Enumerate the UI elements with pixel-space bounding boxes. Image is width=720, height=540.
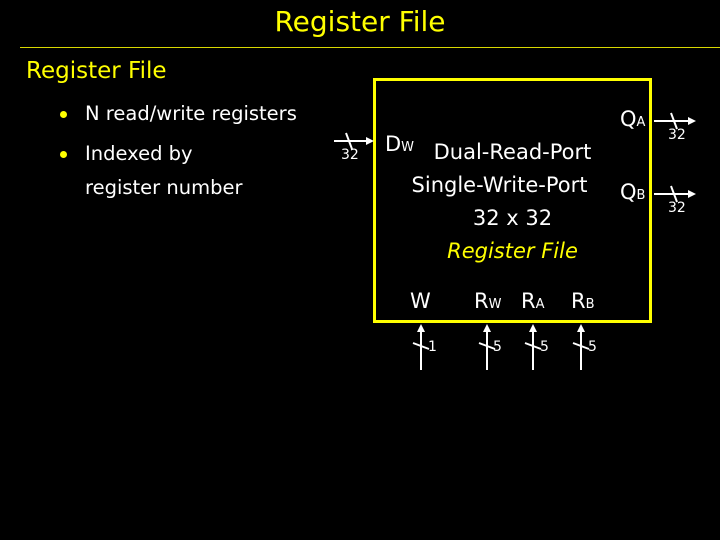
- rw-bus-width: 5: [493, 339, 502, 355]
- block-line-size: 32 x 32: [472, 206, 553, 230]
- bullet-text-3: register number: [85, 176, 243, 199]
- dw-bus-slash: [345, 132, 353, 150]
- dw-port-label: DW: [385, 134, 414, 155]
- qb-output-bus: [654, 185, 696, 203]
- w-port-main: W: [410, 289, 431, 313]
- w-port-label: W: [410, 291, 431, 312]
- ra-port-main: R: [521, 289, 536, 313]
- block-line-register-file: Register File: [447, 239, 578, 263]
- dw-port-main: D: [385, 132, 402, 156]
- block-line-dual-read-port: Dual-Read-Port: [433, 140, 592, 164]
- bullet-marker-1: [60, 111, 67, 118]
- rb-port-label: RB: [571, 291, 595, 312]
- title-divider: [20, 47, 720, 48]
- bullet-marker-2: [60, 151, 67, 158]
- qa-port-label: QA: [620, 109, 645, 130]
- rw-port-sub: W: [488, 297, 502, 312]
- rb-bus-slash: [572, 342, 590, 350]
- bullet-text-2: Indexed by: [85, 142, 193, 165]
- qb-bus-width: 32: [668, 200, 686, 216]
- rb-port-main: R: [571, 289, 586, 313]
- ra-bus-slash: [524, 342, 542, 350]
- rw-port-main: R: [474, 289, 489, 313]
- ra-input-bus: [524, 324, 542, 370]
- qb-port-label: QB: [620, 182, 645, 203]
- dw-port-sub: W: [401, 140, 415, 155]
- rw-bus-slash: [478, 342, 496, 350]
- qa-output-bus: [654, 112, 696, 130]
- w-bus-slash: [412, 342, 430, 350]
- rb-input-bus: [572, 324, 590, 370]
- slide-subtitle: Register File: [26, 58, 167, 84]
- dw-bus-width: 32: [341, 147, 359, 163]
- rw-input-bus: [478, 324, 496, 370]
- rw-port-label: RW: [474, 291, 501, 312]
- qa-port-sub: A: [636, 115, 646, 130]
- w-bus-width: 1: [428, 339, 437, 355]
- w-input-bus: [412, 324, 430, 370]
- block-line-single-write-port: Single-Write-Port: [411, 173, 588, 197]
- rb-bus-width: 5: [588, 339, 597, 355]
- dw-input-bus: [334, 132, 374, 150]
- qa-port-main: Q: [620, 107, 637, 131]
- ra-bus-width: 5: [540, 339, 549, 355]
- register-file-block: [373, 78, 652, 323]
- ra-port-label: RA: [521, 291, 545, 312]
- qb-bus-slash: [670, 185, 678, 203]
- bullet-text-1: N read/write registers: [85, 102, 297, 125]
- qa-bus-slash: [670, 112, 678, 130]
- qb-port-main: Q: [620, 180, 637, 204]
- qa-bus-width: 32: [668, 127, 686, 143]
- slide-title: Register File: [274, 5, 446, 38]
- qb-port-sub: B: [636, 188, 646, 203]
- ra-port-sub: A: [535, 297, 545, 312]
- rb-port-sub: B: [585, 297, 595, 312]
